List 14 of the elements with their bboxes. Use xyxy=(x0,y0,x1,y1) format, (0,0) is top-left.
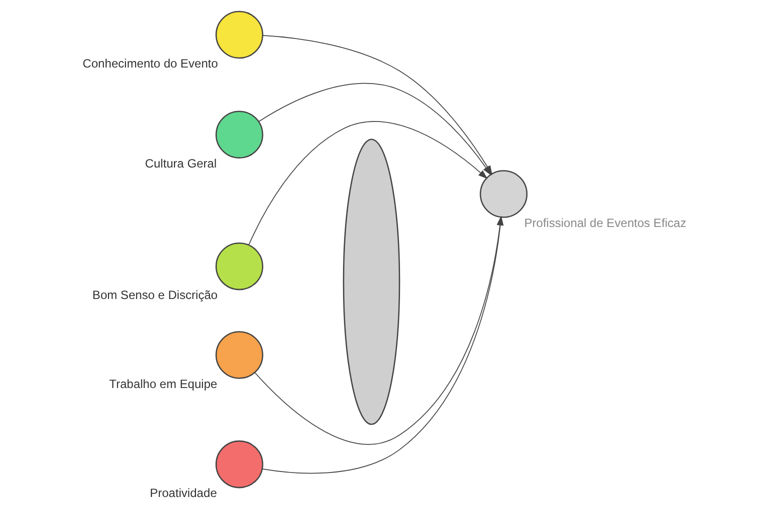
node-label: Bom Senso e Discrição xyxy=(92,288,218,302)
node-circle xyxy=(216,331,264,379)
node-circle xyxy=(216,440,264,488)
node-circle xyxy=(480,170,528,218)
node-label: Proatividade xyxy=(150,486,217,500)
node-label: Trabalho em Equipe xyxy=(109,376,218,391)
node-circle xyxy=(216,242,264,290)
node-circle xyxy=(216,10,264,59)
node-circle xyxy=(216,110,264,159)
node-label: Profissional de Eventos Eficaz xyxy=(524,216,686,230)
node-label: Conhecimento do Evento xyxy=(82,56,218,71)
node-lens xyxy=(342,138,400,425)
node-label: Cultura Geral xyxy=(145,156,217,171)
arrow xyxy=(248,121,488,246)
